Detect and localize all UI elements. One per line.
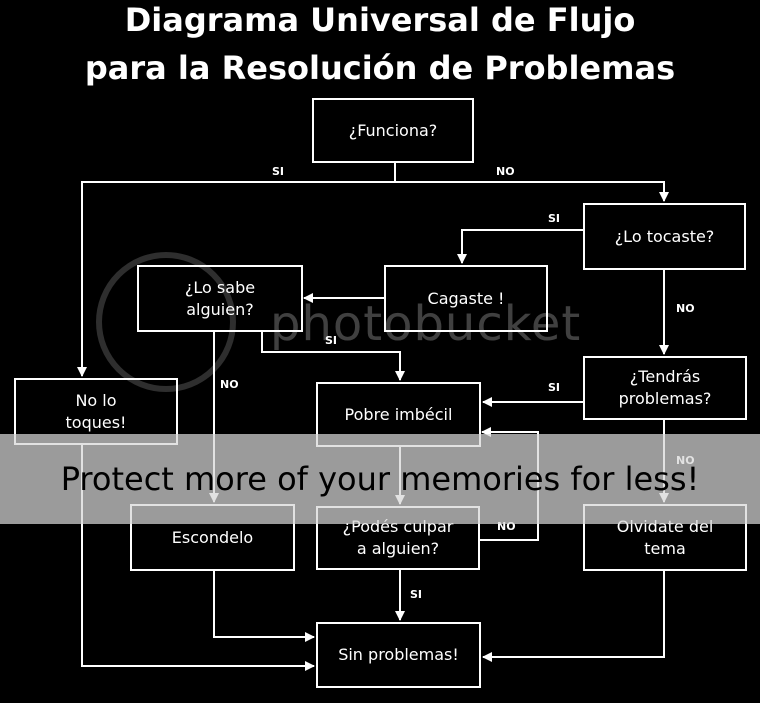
label-no-losabe: NO [220,378,239,391]
edge-olvidate-sin [482,571,665,662]
edge-escondelo-sin [213,571,315,642]
label-no-tocaste: NO [676,302,695,315]
diagram-title-line2: para la Resolución de Problemas [84,49,676,87]
label-si-podes: SI [410,588,423,601]
label-si-tendras: SI [548,381,561,394]
label-si-tocaste: SI [548,212,561,225]
node-sin-problemas: Sin problemas! [316,622,481,688]
node-tendras: ¿Tendrás problemas? [583,356,747,420]
label-si-losabe: SI [325,334,338,347]
edge-funciona-no [395,181,669,202]
diagram-title-line1: Diagrama Universal de Flujo [124,1,636,39]
edge-losabe-si [261,332,405,381]
watermark-banner: Protect more of your memories for less! [0,434,760,524]
label-no-funciona: NO [496,165,515,178]
node-lo-tocaste: ¿Lo tocaste? [583,203,746,270]
edge-funciona-si [77,163,396,377]
label-si-funciona: SI [272,165,285,178]
watermark-brand: photobucket [270,296,582,352]
node-cagaste: Cagaste ! [384,265,548,332]
node-funciona: ¿Funciona? [312,98,474,163]
edge-tocaste-si [457,229,583,264]
watermark-logo-icon [96,252,236,392]
